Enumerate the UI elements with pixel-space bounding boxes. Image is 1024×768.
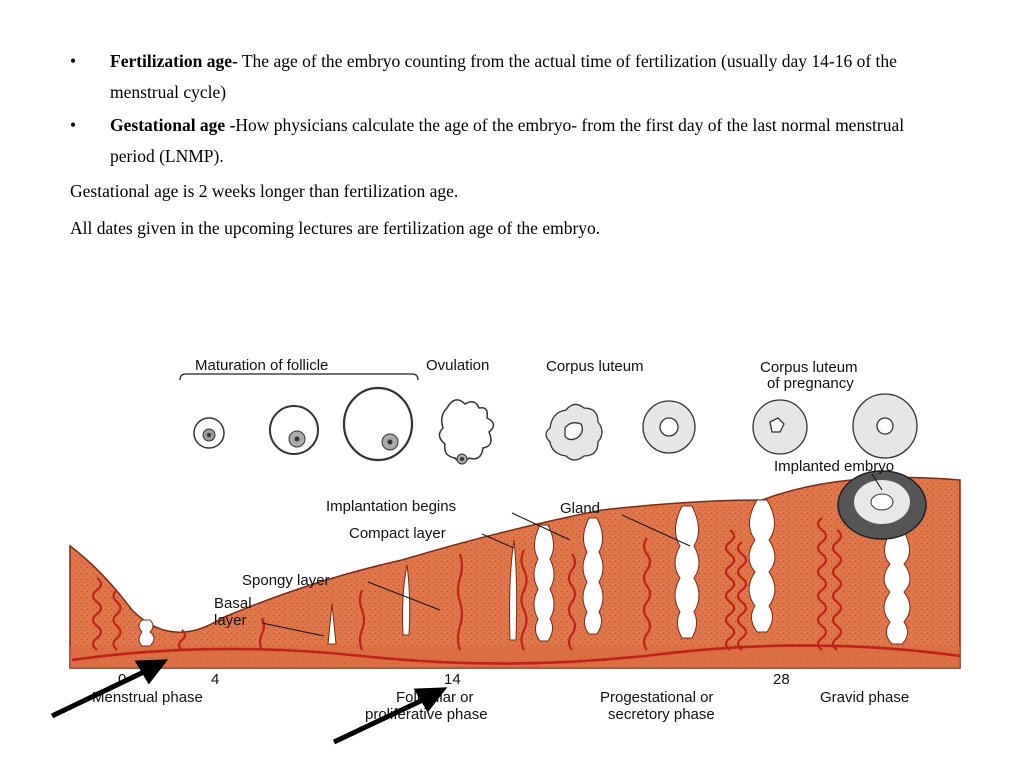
arrow-head-day-0 <box>139 662 163 680</box>
arrow-head-day-14 <box>418 690 442 708</box>
arrow-to-day-0 <box>52 670 148 716</box>
arrow-to-day-14 <box>334 698 427 742</box>
